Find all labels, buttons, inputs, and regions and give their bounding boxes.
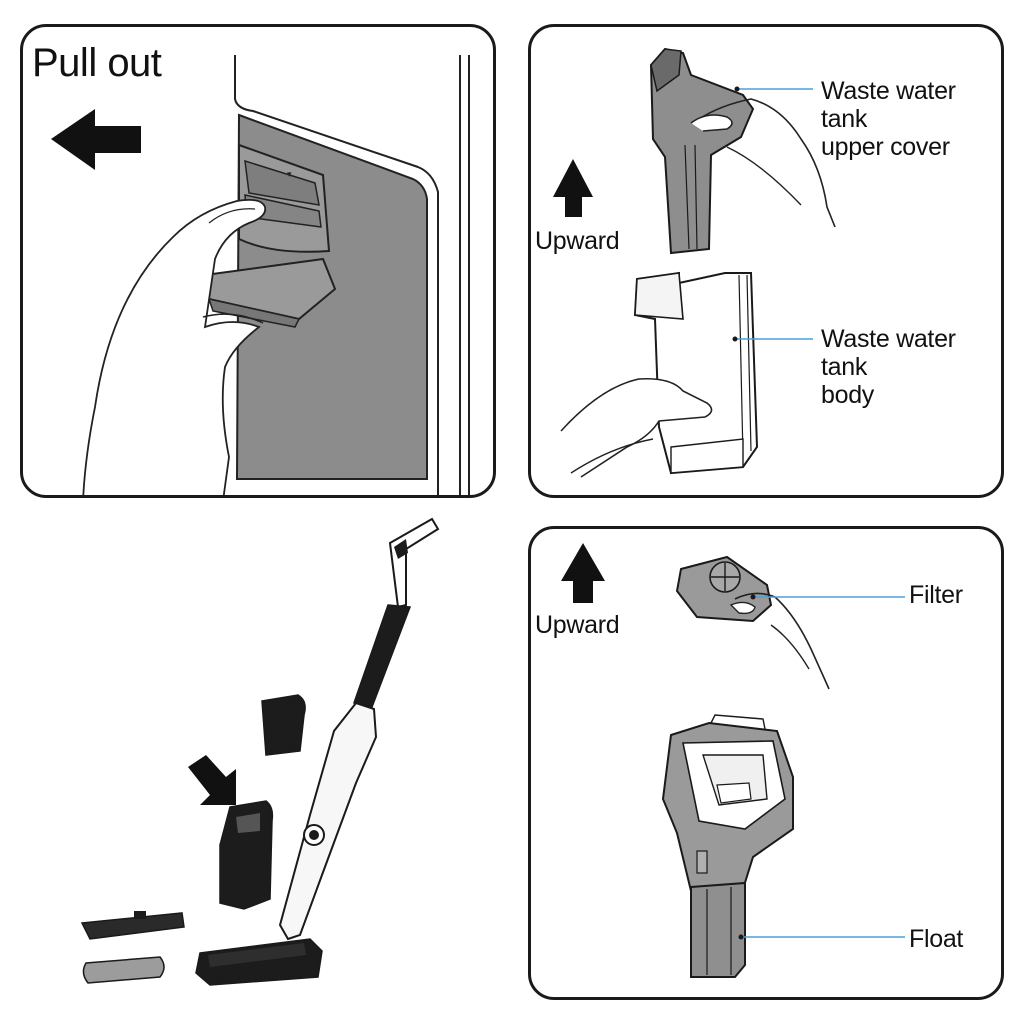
pull-out-panel: Pull out ▾ <box>20 24 496 498</box>
vacuum-assembly-illustration <box>60 515 460 1005</box>
float-label: Float <box>909 925 963 953</box>
pull-out-illustration: ▾ <box>23 27 496 498</box>
down-right-arrow-icon <box>188 755 236 805</box>
detached-cap <box>262 695 305 755</box>
tank-body-label: Waste water tank body <box>821 325 1001 409</box>
upward-label-tank: Upward <box>535 227 619 255</box>
filter-float-panel: Upward Filter Float <box>528 526 1004 1000</box>
upward-label-filter: Upward <box>535 611 619 639</box>
left-arrow-icon <box>51 109 141 170</box>
up-arrow-icon <box>561 543 605 603</box>
svg-text:▾: ▾ <box>287 169 292 179</box>
waste-tank-panel: Upward Waste water tank upper cover Wast… <box>528 24 1004 498</box>
filter-label: Filter <box>909 581 963 609</box>
upper-cover-label: Waste water tank upper cover <box>821 77 1001 161</box>
up-arrow-icon <box>553 159 593 217</box>
roller-brush <box>83 957 164 983</box>
